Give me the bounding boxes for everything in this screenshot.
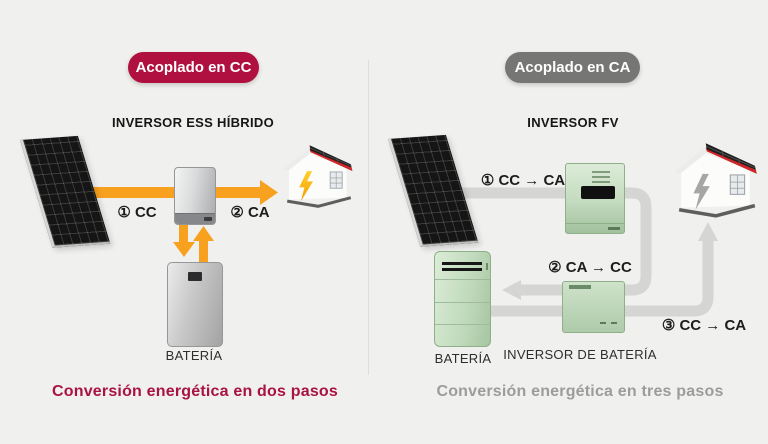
charge-arrow-shaft: [179, 222, 188, 243]
inverter-seam: [566, 223, 624, 224]
battery-label: BATERÍA: [165, 348, 223, 363]
dc-coupled-badge: Acoplado en CC: [128, 52, 259, 83]
roof-panel-grid: [706, 145, 756, 169]
solar-panel-icon: [20, 135, 111, 248]
house-graphic: [674, 143, 757, 218]
inverter-display-slot: [581, 186, 615, 199]
house-icon: [672, 138, 762, 218]
pv-to-inverter-arrow: [80, 187, 260, 198]
battery-inverter-label: INVERSOR DE BATERÍA: [503, 347, 657, 362]
discharge-arrowhead-up: [193, 226, 214, 241]
battery-seam: [435, 324, 490, 325]
panel-divider: [368, 60, 369, 375]
solar-panel-icon: [388, 134, 479, 247]
indicator-dot: [611, 322, 617, 324]
inverter-bottom-band: [175, 213, 215, 224]
battery-inverter-icon: [562, 281, 625, 333]
battery-icon: [167, 262, 223, 347]
battery-seam: [435, 302, 490, 303]
step3-cc-ca-label: ③ CC → CA: [661, 317, 747, 334]
window-icon: [329, 171, 343, 189]
inverter-vent-lines: [592, 171, 610, 173]
inverter-to-house-arrowhead: [260, 180, 278, 205]
battery-icon: [434, 251, 491, 347]
charge-arrowhead-down: [173, 242, 195, 257]
step2-ac-label: ② CA: [230, 204, 270, 221]
lightning-bolt-icon: [299, 171, 313, 202]
step1-dc-label: ① CC: [117, 204, 157, 221]
battery-inverter-chip: [569, 285, 591, 289]
house-base: [678, 203, 756, 218]
roof-panel-grid: [309, 147, 352, 167]
house-base: [286, 196, 352, 208]
hybrid-inverter-title: INVERSOR ESS HÍBRIDO: [111, 115, 275, 130]
house-icon: [281, 141, 357, 208]
ac-coupled-badge: Acoplado en CA: [505, 52, 640, 83]
battery-seam: [435, 279, 490, 280]
inverter-chip: [608, 227, 620, 230]
battery-label: BATERÍA: [434, 351, 492, 366]
battery-display: [188, 272, 202, 281]
battery-side-mark: [486, 263, 488, 270]
roof-left-edge: [282, 148, 311, 172]
to-house-arrowhead: [698, 222, 718, 241]
hybrid-inverter-icon: [174, 167, 216, 225]
three-step-caption: Conversión energética en tres pasos: [436, 383, 724, 400]
indicator-dot: [600, 322, 606, 324]
two-step-caption: Conversión energética en dos pasos: [52, 383, 338, 400]
roof-left-edge: [674, 147, 707, 174]
battery-vent-bar: [442, 262, 482, 265]
to-battery-arrowhead: [502, 280, 521, 300]
house-graphic: [282, 145, 353, 208]
pv-inverter-title: INVERSOR FV: [527, 115, 619, 130]
lightning-bolt-icon: [693, 173, 710, 210]
step2-ca-cc-label: ② CA → CC: [548, 259, 632, 276]
discharge-arrow-shaft: [199, 241, 208, 262]
pv-inverter-icon: [565, 163, 625, 234]
inverter-chip: [204, 217, 212, 221]
window-icon: [729, 174, 746, 195]
battery-vent-bar: [442, 268, 482, 271]
step1-cc-ca-label: ① CC → CA: [480, 172, 566, 189]
